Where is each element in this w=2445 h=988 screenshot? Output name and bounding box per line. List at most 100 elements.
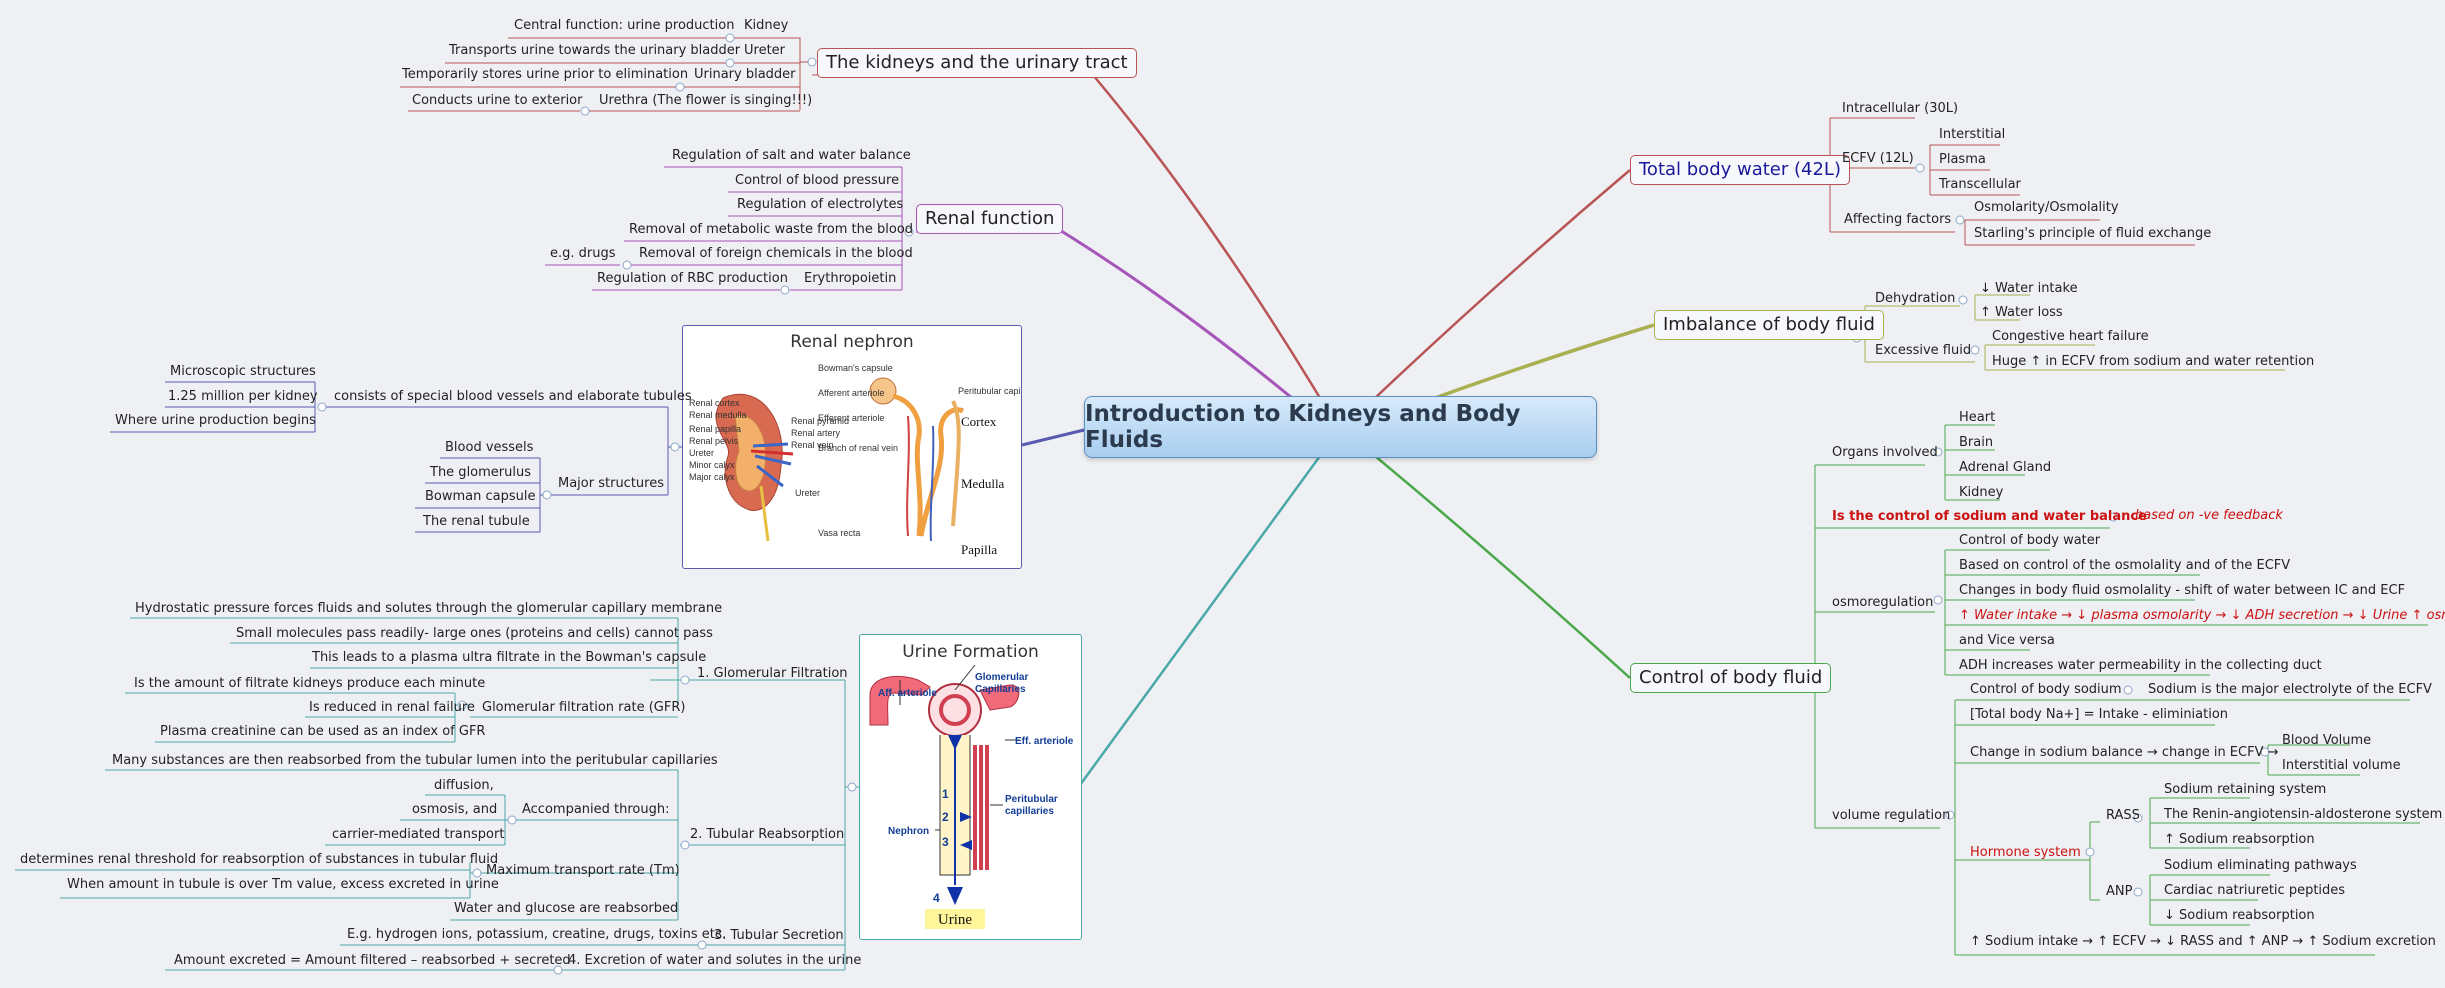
dehydration-node[interactable]: Dehydration	[1875, 291, 1956, 306]
total-body-sodium[interactable]: [Total body Na+] = Intake - eliminiation	[1970, 707, 2229, 722]
rass-item[interactable]: ↑ Sodium reabsorption	[2164, 832, 2315, 847]
renal-function-item[interactable]: Control of blood pressure	[735, 173, 900, 188]
urinary-bladder-note[interactable]: Temporarily stores urine prior to elimin…	[402, 67, 689, 82]
osmoregulation-node[interactable]: osmoregulation	[1832, 595, 1934, 610]
tubular-reabsorption-item[interactable]: Many substances are then reabsorbed from…	[112, 753, 718, 768]
accompanied-item[interactable]: osmosis, and	[412, 802, 498, 817]
glomerular-filtration-item[interactable]: This leads to a plasma ultra filtrate in…	[312, 650, 707, 665]
tubular-reabsorption-node[interactable]: 2. Tubular Reabsorption	[690, 827, 845, 842]
hormone-system-node[interactable]: Hormone system	[1970, 845, 2081, 860]
rass-node[interactable]: RASS	[2106, 808, 2140, 823]
osmoregulation-item[interactable]: ↑ Water intake → ↓ plasma osmolarity → ↓…	[1959, 608, 2445, 623]
glomerular-filtration-item[interactable]: Small molecules pass readily- large ones…	[236, 626, 713, 641]
rass-item[interactable]: The Renin-angiotensin-aldosterone system	[2164, 807, 2443, 822]
osmoregulation-item[interactable]: and Vice versa	[1959, 633, 2055, 648]
affecting-factor-item[interactable]: Osmolarity/Osmolality	[1974, 200, 2119, 215]
major-structure-item[interactable]: Blood vessels	[445, 440, 534, 455]
osmoregulation-item[interactable]: Changes in body fluid osmolality - shift…	[1959, 583, 2406, 598]
urine-formation-box[interactable]: Urine Formation Aff. arteriole Glomerula…	[859, 634, 1082, 940]
nephron-detail[interactable]: Where urine production begins	[115, 413, 316, 428]
ecfv-item[interactable]: Transcellular	[1939, 177, 2021, 192]
organ-item[interactable]: Adrenal Gland	[1959, 460, 2052, 475]
sodium-water-balance-node[interactable]: Is the control of sodium and water balan…	[1832, 509, 2147, 524]
control-body-sodium-node[interactable]: Control of body sodium	[1970, 682, 2122, 697]
topic-control-body-fluid[interactable]: Control of body fluid	[1630, 663, 1832, 693]
excessive-fluid-node[interactable]: Excessive fluid	[1875, 343, 1972, 358]
dehydration-item[interactable]: ↑ Water loss	[1980, 305, 2063, 320]
topic-renal-function[interactable]: Renal function	[916, 204, 1064, 234]
anp-node[interactable]: ANP	[2106, 884, 2133, 899]
renal-function-item[interactable]: Regulation of salt and water balance	[672, 148, 911, 163]
major-structures-node[interactable]: Major structures	[558, 476, 664, 491]
affecting-factors-node[interactable]: Affecting factors	[1844, 212, 1952, 227]
organs-involved-node[interactable]: Organs involved	[1832, 445, 1938, 460]
excessive-fluid-item[interactable]: Congestive heart failure	[1992, 329, 2149, 344]
ecfv-item[interactable]: Interstitial	[1939, 127, 2006, 142]
ecfv-node[interactable]: ECFV (12L)	[1842, 151, 1914, 166]
topic-imbalance-body-fluid[interactable]: Imbalance of body fluid	[1654, 310, 1884, 340]
excessive-fluid-item[interactable]: Huge ↑ in ECFV from sodium and water ret…	[1992, 354, 2315, 369]
excretion-node[interactable]: 4. Excretion of water and solutes in the…	[568, 953, 862, 968]
sodium-intake-cascade[interactable]: ↑ Sodium intake → ↑ ECFV → ↓ RASS and ↑ …	[1970, 934, 2436, 949]
urinary-bladder-node[interactable]: Urinary bladder	[694, 67, 796, 82]
glomerular-filtration-node[interactable]: 1. Glomerular Filtration	[697, 666, 848, 681]
tm-item[interactable]: When amount in tubule is over Tm value, …	[67, 877, 499, 892]
renal-function-item[interactable]: Regulation of electrolytes	[737, 197, 904, 212]
topic-kidneys-urinary-tract[interactable]: The kidneys and the urinary tract	[817, 48, 1137, 78]
nephron-detail[interactable]: Microscopic structures	[170, 364, 316, 379]
ecfv-change-item[interactable]: Blood Volume	[2282, 733, 2372, 748]
rass-item[interactable]: Sodium retaining system	[2164, 782, 2327, 797]
gfr-item[interactable]: Is the amount of filtrate kidneys produc…	[134, 676, 486, 691]
anp-item[interactable]: Sodium eliminating pathways	[2164, 858, 2357, 873]
organ-item[interactable]: Heart	[1959, 410, 1996, 425]
dehydration-item[interactable]: ↓ Water intake	[1980, 281, 2078, 296]
glomerular-filtration-item[interactable]: Hydrostatic pressure forces fluids and s…	[135, 601, 723, 616]
osmoregulation-item[interactable]: ADH increases water permeability in the …	[1959, 658, 2322, 673]
ureter-note[interactable]: Transports urine towards the urinary bla…	[449, 43, 741, 58]
organ-item[interactable]: Brain	[1959, 435, 1994, 450]
accompanied-item[interactable]: diffusion,	[434, 778, 494, 793]
tubular-secretion-note[interactable]: E.g. hydrogen ions, potassium, creatine,…	[347, 927, 727, 942]
central-topic[interactable]: Introduction to Kidneys and Body Fluids	[1084, 396, 1597, 458]
organ-item[interactable]: Kidney	[1959, 485, 2004, 500]
ecfv-item[interactable]: Plasma	[1939, 152, 1986, 167]
renal-nephron-box[interactable]: Renal nephron Renal cortex Renal medulla…	[682, 325, 1022, 569]
tm-item[interactable]: determines renal threshold for reabsorpt…	[20, 852, 499, 867]
renal-function-item[interactable]: Regulation of RBC production	[597, 271, 788, 286]
intracellular-node[interactable]: Intracellular (30L)	[1842, 101, 1959, 116]
affecting-factor-item[interactable]: Starling's principle of fluid exchange	[1974, 226, 2212, 241]
control-body-sodium-note[interactable]: Sodium is the major electrolyte of the E…	[2148, 682, 2432, 697]
excretion-note[interactable]: Amount excreted = Amount filtered – reab…	[174, 953, 571, 968]
osmoregulation-item[interactable]: Based on control of the osmolality and o…	[1959, 558, 2291, 573]
urethra-node[interactable]: Urethra (The flower is singing!!!)	[599, 93, 813, 108]
ecfv-change-item[interactable]: Interstitial volume	[2282, 758, 2401, 773]
foreign-chemicals-note[interactable]: e.g. drugs	[550, 246, 616, 261]
accompanied-node[interactable]: Accompanied through:	[522, 802, 670, 817]
kidney-note[interactable]: Central function: urine production	[514, 18, 735, 33]
change-sodium-balance-node[interactable]: Change in sodium balance → change in ECF…	[1970, 745, 2279, 760]
tubular-secretion-node[interactable]: 3. Tubular Secretion	[714, 928, 844, 943]
renal-function-item[interactable]: Removal of foreign chemicals in the bloo…	[639, 246, 913, 261]
nephron-detail[interactable]: 1.25 million per kidney	[168, 389, 318, 404]
topic-total-body-water[interactable]: Total body water (42L)	[1630, 155, 1850, 185]
kidney-node[interactable]: Kidney	[744, 18, 789, 33]
renal-function-item[interactable]: Removal of metabolic waste from the bloo…	[629, 222, 914, 237]
tm-node[interactable]: Maximum transport rate (Tm)	[486, 863, 680, 878]
major-structure-item[interactable]: The renal tubule	[423, 514, 530, 529]
accompanied-item[interactable]: carrier-mediated transport	[332, 827, 505, 842]
major-structure-item[interactable]: Bowman capsule	[425, 489, 536, 504]
anp-item[interactable]: Cardiac natriuretic peptides	[2164, 883, 2346, 898]
major-structure-item[interactable]: The glomerulus	[430, 465, 531, 480]
ureter-node[interactable]: Ureter	[744, 43, 786, 58]
gfr-item[interactable]: Is reduced in renal failure	[309, 700, 475, 715]
anp-item[interactable]: ↓ Sodium reabsorption	[2164, 908, 2315, 923]
gfr-item[interactable]: Plasma creatinine can be used as an inde…	[160, 724, 486, 739]
nephron-description[interactable]: consists of special blood vessels and el…	[334, 389, 692, 404]
urethra-note[interactable]: Conducts urine to exterior	[412, 93, 583, 108]
gfr-node[interactable]: Glomerular filtration rate (GFR)	[482, 700, 686, 715]
erythropoietin-node[interactable]: Erythropoietin	[804, 271, 897, 286]
volume-regulation-node[interactable]: volume regulation	[1832, 808, 1951, 823]
negative-feedback-note[interactable]: based on -ve feedback	[2135, 508, 2283, 523]
tubular-reabsorption-item[interactable]: Water and glucose are reabsorbed	[454, 901, 679, 916]
osmoregulation-item[interactable]: Control of body water	[1959, 533, 2101, 548]
